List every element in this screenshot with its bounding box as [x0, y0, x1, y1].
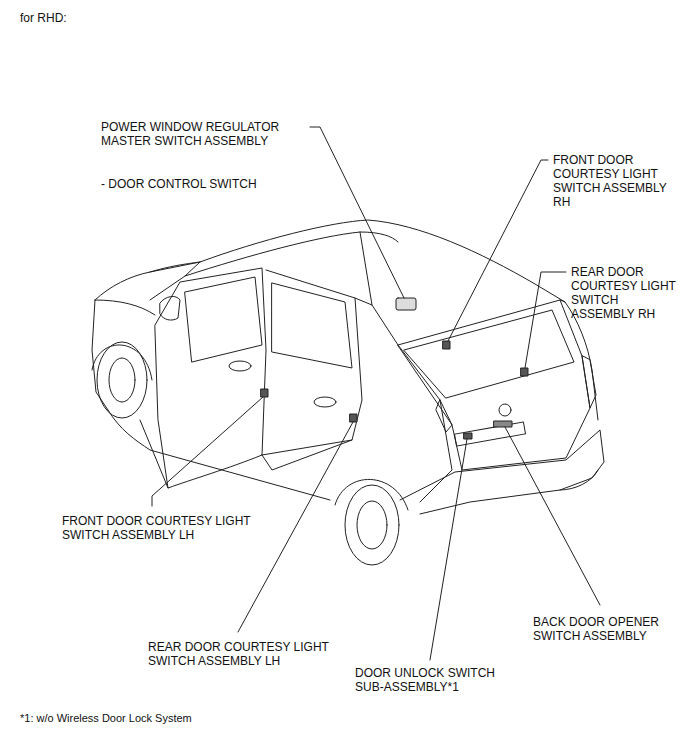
page-heading: for RHD:	[20, 11, 67, 25]
part-name: BACK DOOR OPENER SWITCH ASSEMBLY	[533, 615, 665, 643]
footnote: *1: w/o Wireless Door Lock System	[20, 711, 192, 725]
part-name: REAR DOOR COURTESY LIGHT SWITCH ASSEMBLY…	[571, 265, 681, 321]
part-name: REAR DOOR COURTESY LIGHT SWITCH ASSEMBLY…	[148, 640, 334, 668]
part-name: FRONT DOOR COURTESY LIGHT SWITCH ASSEMBL…	[62, 514, 258, 542]
part-name: POWER WINDOW REGULATOR MASTER SWITCH ASS…	[101, 120, 287, 148]
part-name: DOOR UNLOCK SWITCH SUB-ASSEMBLY*1	[355, 666, 505, 694]
part-note: - DOOR CONTROL SWITCH	[101, 177, 257, 191]
part-name: FRONT DOOR COURTESY LIGHT SWITCH ASSEMBL…	[553, 153, 672, 209]
